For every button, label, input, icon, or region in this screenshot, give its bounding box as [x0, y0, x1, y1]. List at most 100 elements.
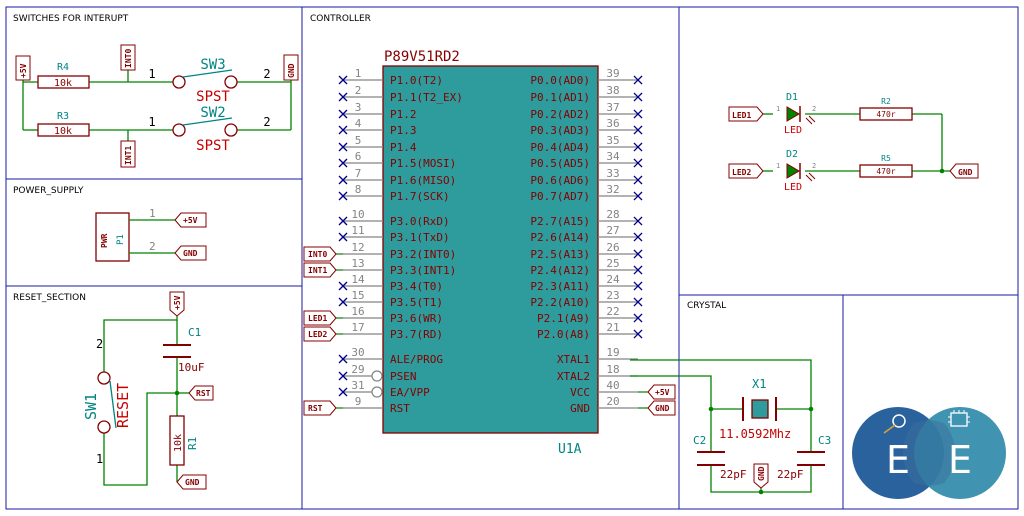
net-label-rst: RST [303, 400, 337, 416]
ic-pin-name: P3.3(INT1) [390, 264, 456, 277]
ic-pin-number: 28 [606, 208, 619, 221]
ic-pin-name: P2.5(A13) [530, 248, 590, 261]
no-connect-marker [338, 142, 348, 152]
ic-pin-name: P2.4(A12) [530, 264, 590, 277]
net-label-rst-reset: RST [188, 385, 214, 401]
section-title-power: POWER_SUPPLY [13, 186, 84, 196]
net-label-led1: LED1 [303, 310, 337, 326]
resistor-r3 [37, 123, 90, 137]
svg-text:LED2: LED2 [308, 330, 327, 339]
ic-pin-name: P2.3(A11) [530, 280, 590, 293]
no-connect-marker [633, 175, 643, 185]
ic-pin-name: P3.6(WR) [390, 312, 443, 325]
ic-pin-5: 5P1.4 [338, 134, 417, 154]
net-label-gnd-leds: GND [949, 163, 979, 179]
no-connect-marker [633, 232, 643, 242]
section-title-switches: SWITCHES FOR INTERUPT [13, 14, 129, 24]
sw1-pin2: 2 [96, 337, 103, 351]
ic-pin-3: 3P1.2 [338, 101, 417, 121]
led-section: LED1 LED2 D1 LED 1 2 D2 LED 1 2 R2 470r … [728, 92, 979, 193]
no-connect-marker [633, 92, 643, 102]
no-connect-marker [633, 249, 643, 259]
no-connect-marker [633, 281, 643, 291]
ic-pin-number: 39 [606, 67, 619, 80]
svg-text:+5V: +5V [19, 63, 28, 78]
ic-pin-number: 33 [606, 167, 619, 180]
ic-pin-name: VCC [570, 386, 590, 399]
svg-text:RST: RST [308, 404, 323, 413]
no-connect-marker [633, 313, 643, 323]
ic-pin-name: P1.5(MOSI) [390, 157, 456, 170]
ic-pin-name: P0.0(AD0) [530, 74, 590, 87]
no-connect-marker [633, 216, 643, 226]
no-connect-marker [633, 329, 643, 339]
ic-pin-number: 37 [606, 101, 619, 114]
ic-pin-number: 8 [355, 183, 362, 196]
no-connect-marker [338, 92, 348, 102]
sw3-value: SPST [196, 89, 230, 105]
led-d2 [786, 163, 816, 182]
no-connect-marker [633, 125, 643, 135]
d1-value: LED [784, 125, 802, 136]
ic-pin-number: 34 [606, 150, 620, 163]
d2-pin1: 1 [776, 162, 780, 170]
no-connect-marker [633, 109, 643, 119]
ic-pin-number: 3 [355, 101, 362, 114]
svg-text:LED2: LED2 [732, 168, 751, 177]
connector-p1 [95, 212, 130, 262]
no-connect-marker [338, 297, 348, 307]
logo-letter-right: E [948, 438, 972, 482]
c1-value: 10uF [178, 361, 205, 374]
ic-pin-name: P2.7(A15) [530, 215, 590, 228]
ic-pin-number: 21 [606, 321, 619, 334]
no-connect-marker [633, 265, 643, 275]
net-label-int1-switches: INT1 [120, 140, 136, 168]
r1-value: 10k [173, 434, 184, 452]
net-label-gnd-switches: GND [283, 54, 299, 81]
ic-pin-name: P0.1(AD1) [530, 91, 590, 104]
sw3-ref: SW3 [200, 57, 225, 73]
ic-pin-name: ALE/PROG [390, 353, 443, 366]
ic-pin-number: 29 [351, 363, 364, 376]
ic-pin-name: P2.0(A8) [537, 328, 590, 341]
ic-pin-number: 13 [351, 257, 364, 270]
ic-pin-name: P1.2 [390, 108, 417, 121]
resistor-r2 [859, 107, 913, 121]
r5-value: 470r [876, 167, 895, 176]
net-label-gnd-ic: GND [647, 400, 676, 416]
ic-pin-name: PSEN [390, 370, 417, 383]
d2-value: LED [784, 182, 802, 193]
c3-value: 22pF [777, 468, 804, 481]
svg-text:GND: GND [958, 168, 973, 177]
ic-pin-4: 4P1.3 [338, 117, 417, 137]
svg-text:INT0: INT0 [124, 49, 133, 68]
ic-pin-6: 6P1.5(MOSI) [338, 150, 456, 170]
net-label-gnd-power: GND [174, 245, 207, 261]
sw1-pin1: 1 [96, 452, 103, 466]
crystal-section: X1 11.0592Mhz C2 22pF C3 22pF GND [630, 359, 831, 495]
sw1-value: RESET [114, 383, 132, 428]
ic-pin-name: XTAL1 [557, 353, 590, 366]
ic-pin-number: 20 [606, 395, 619, 408]
ic-pin-name: GND [570, 402, 590, 415]
switches-section: R4 10k R3 10k SW3 SPST SW2 SPST 1 2 1 2 … [15, 44, 299, 168]
ic-pin-number: 14 [351, 273, 365, 286]
d1-pin1: 1 [776, 105, 780, 113]
logo-letter-left: E [886, 438, 910, 482]
c1-ref: C1 [188, 326, 201, 339]
ic-pin-name: P2.1(A9) [537, 312, 590, 325]
ic-pin-number: 6 [355, 150, 362, 163]
ic-pin-name: P3.2(INT0) [390, 248, 456, 261]
section-title-reset: RESET_SECTION [13, 293, 86, 303]
